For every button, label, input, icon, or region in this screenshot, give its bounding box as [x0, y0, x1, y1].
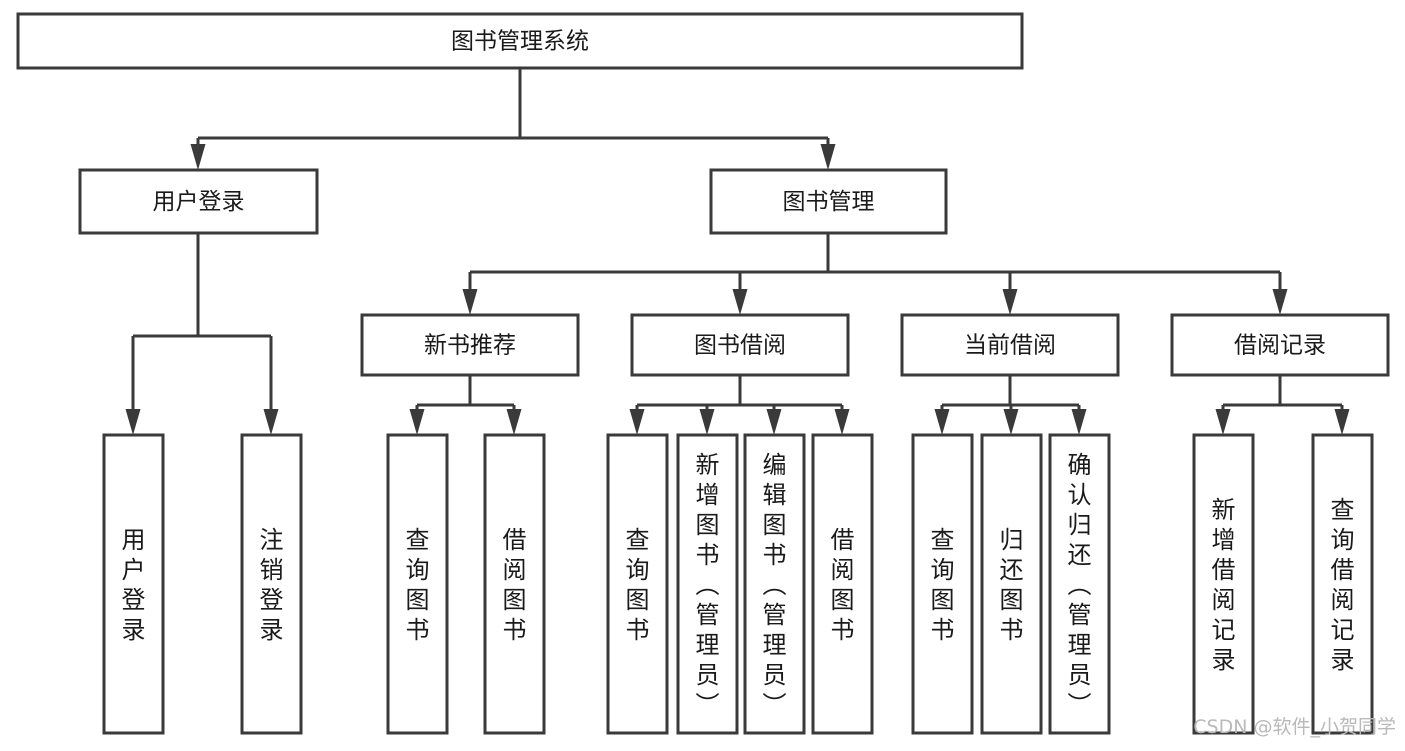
- node-box-leaf-borrow-book[interactable]: [811, 433, 874, 735]
- node-box-book-manage[interactable]: [709, 168, 948, 235]
- node-label-leaf-confirm-return: 确认归还︵管理员︶: [1068, 451, 1092, 719]
- arrow-head-icon: [1071, 409, 1087, 435]
- arrow-head-icon: [1215, 409, 1231, 435]
- edge-root-to-level1: [190, 68, 836, 170]
- node-label-borrow-record: 借阅记录: [1234, 333, 1326, 359]
- node-label-leaf-add-book: 新增图书︵管理员︶: [696, 451, 720, 719]
- arrow-head-icon: [732, 289, 748, 315]
- node-box-current-borrow[interactable]: [900, 313, 1120, 377]
- arrow-head-icon: [934, 409, 950, 435]
- node-label-book-borrow: 图书借阅: [694, 333, 786, 359]
- node-box-user-login[interactable]: [78, 168, 319, 235]
- arrow-head-icon: [820, 144, 836, 170]
- arrow-head-icon: [699, 409, 715, 435]
- arrow-head-icon: [409, 409, 425, 435]
- node-label-leaf-query-borrow-record: 查询借阅记录: [1331, 496, 1355, 674]
- arrow-head-icon: [1002, 289, 1018, 315]
- edge-userlogin-to-leaves: [125, 233, 279, 435]
- node-box-leaf-query-book-borrow[interactable]: [606, 433, 669, 735]
- node-box-leaf-user-login[interactable]: [102, 433, 165, 735]
- node-leaf-confirm-return[interactable]: 确认归还︵管理员︶: [1048, 433, 1111, 735]
- node-box-leaf-add-book[interactable]: [676, 433, 739, 735]
- arrow-head-icon: [766, 409, 782, 435]
- node-leaf-borrow-book-recommend[interactable]: 借阅图书: [483, 433, 546, 735]
- node-box-borrow-record[interactable]: [1170, 313, 1390, 377]
- node-leaf-return-book[interactable]: 归还图书: [980, 433, 1043, 735]
- node-label-user-login: 用户登录: [153, 189, 245, 215]
- node-leaf-add-borrow-record[interactable]: 新增借阅记录: [1192, 433, 1255, 735]
- node-label-leaf-borrow-book-recommend: 借阅图书: [503, 526, 527, 644]
- node-book-manage[interactable]: 图书管理: [709, 168, 948, 235]
- node-leaf-query-book-borrow[interactable]: 查询图书: [606, 433, 669, 735]
- node-label-leaf-add-borrow-record: 新增借阅记录: [1212, 496, 1236, 674]
- arrow-head-icon: [1272, 289, 1288, 315]
- node-label-leaf-borrow-book: 借阅图书: [831, 526, 855, 644]
- node-label-book-manage: 图书管理: [783, 189, 875, 215]
- edge-bookmanage-to-level2: [462, 233, 1288, 315]
- node-label-leaf-query-book-recommend: 查询图书: [406, 526, 430, 644]
- node-label-leaf-query-book-borrow: 查询图书: [626, 526, 650, 644]
- node-leaf-query-borrow-record[interactable]: 查询借阅记录: [1311, 433, 1374, 735]
- node-label-leaf-logout: 注销登录: [260, 526, 284, 644]
- node-box-leaf-query-book-current[interactable]: [911, 433, 974, 735]
- node-borrow-record[interactable]: 借阅记录: [1170, 313, 1390, 377]
- node-label-leaf-query-book-current: 查询图书: [931, 526, 955, 644]
- edges-layer: [125, 68, 1350, 435]
- node-root[interactable]: 图书管理系统: [16, 12, 1024, 70]
- edge-current-to-leaves: [934, 375, 1087, 435]
- arrow-head-icon: [629, 409, 645, 435]
- arrow-head-icon: [125, 409, 141, 435]
- node-book-borrow[interactable]: 图书借阅: [630, 313, 850, 377]
- arrow-head-icon: [834, 409, 850, 435]
- arrow-head-icon: [1334, 409, 1350, 435]
- node-leaf-query-book-recommend[interactable]: 查询图书: [386, 433, 449, 735]
- node-leaf-add-book[interactable]: 新增图书︵管理员︶: [676, 433, 739, 735]
- arrow-head-icon: [190, 144, 206, 170]
- node-label-root: 图书管理系统: [451, 29, 589, 55]
- node-box-new-book-recommend[interactable]: [360, 313, 580, 377]
- node-label-new-book-recommend: 新书推荐: [424, 333, 516, 359]
- node-box-leaf-logout[interactable]: [240, 433, 303, 735]
- node-leaf-logout[interactable]: 注销登录: [240, 433, 303, 735]
- arrow-head-icon: [506, 409, 522, 435]
- arrow-head-icon: [462, 289, 478, 315]
- nodes-layer: 图书管理系统用户登录图书管理新书推荐图书借阅当前借阅借阅记录用户登录注销登录查询…: [16, 12, 1390, 735]
- arrow-head-icon: [1003, 409, 1019, 435]
- edge-record-to-leaves: [1215, 375, 1350, 435]
- node-label-leaf-return-book: 归还图书: [1000, 526, 1024, 644]
- node-label-leaf-user-login: 用户登录: [122, 526, 146, 644]
- node-box-leaf-confirm-return[interactable]: [1048, 433, 1111, 735]
- arrow-head-icon: [263, 409, 279, 435]
- node-label-current-borrow: 当前借阅: [964, 333, 1056, 359]
- node-leaf-user-login[interactable]: 用户登录: [102, 433, 165, 735]
- node-box-leaf-add-borrow-record[interactable]: [1192, 433, 1255, 735]
- node-box-leaf-edit-book[interactable]: [743, 433, 806, 735]
- node-box-leaf-query-book-recommend[interactable]: [386, 433, 449, 735]
- node-box-book-borrow[interactable]: [630, 313, 850, 377]
- node-leaf-query-book-current[interactable]: 查询图书: [911, 433, 974, 735]
- node-box-root[interactable]: [16, 12, 1024, 70]
- node-leaf-edit-book[interactable]: 编辑图书︵管理员︶: [743, 433, 806, 735]
- node-leaf-borrow-book[interactable]: 借阅图书: [811, 433, 874, 735]
- edge-recommend-to-leaves: [409, 375, 522, 435]
- node-label-leaf-edit-book: 编辑图书︵管理员︶: [763, 451, 787, 719]
- node-box-leaf-return-book[interactable]: [980, 433, 1043, 735]
- node-current-borrow[interactable]: 当前借阅: [900, 313, 1120, 377]
- node-user-login[interactable]: 用户登录: [78, 168, 319, 235]
- node-box-leaf-query-borrow-record[interactable]: [1311, 433, 1374, 735]
- node-new-book-recommend[interactable]: 新书推荐: [360, 313, 580, 377]
- edge-borrow-to-leaves: [629, 375, 850, 435]
- node-box-leaf-borrow-book-recommend[interactable]: [483, 433, 546, 735]
- csdn-watermark: CSDN @软件_小贺同学: [1193, 716, 1396, 738]
